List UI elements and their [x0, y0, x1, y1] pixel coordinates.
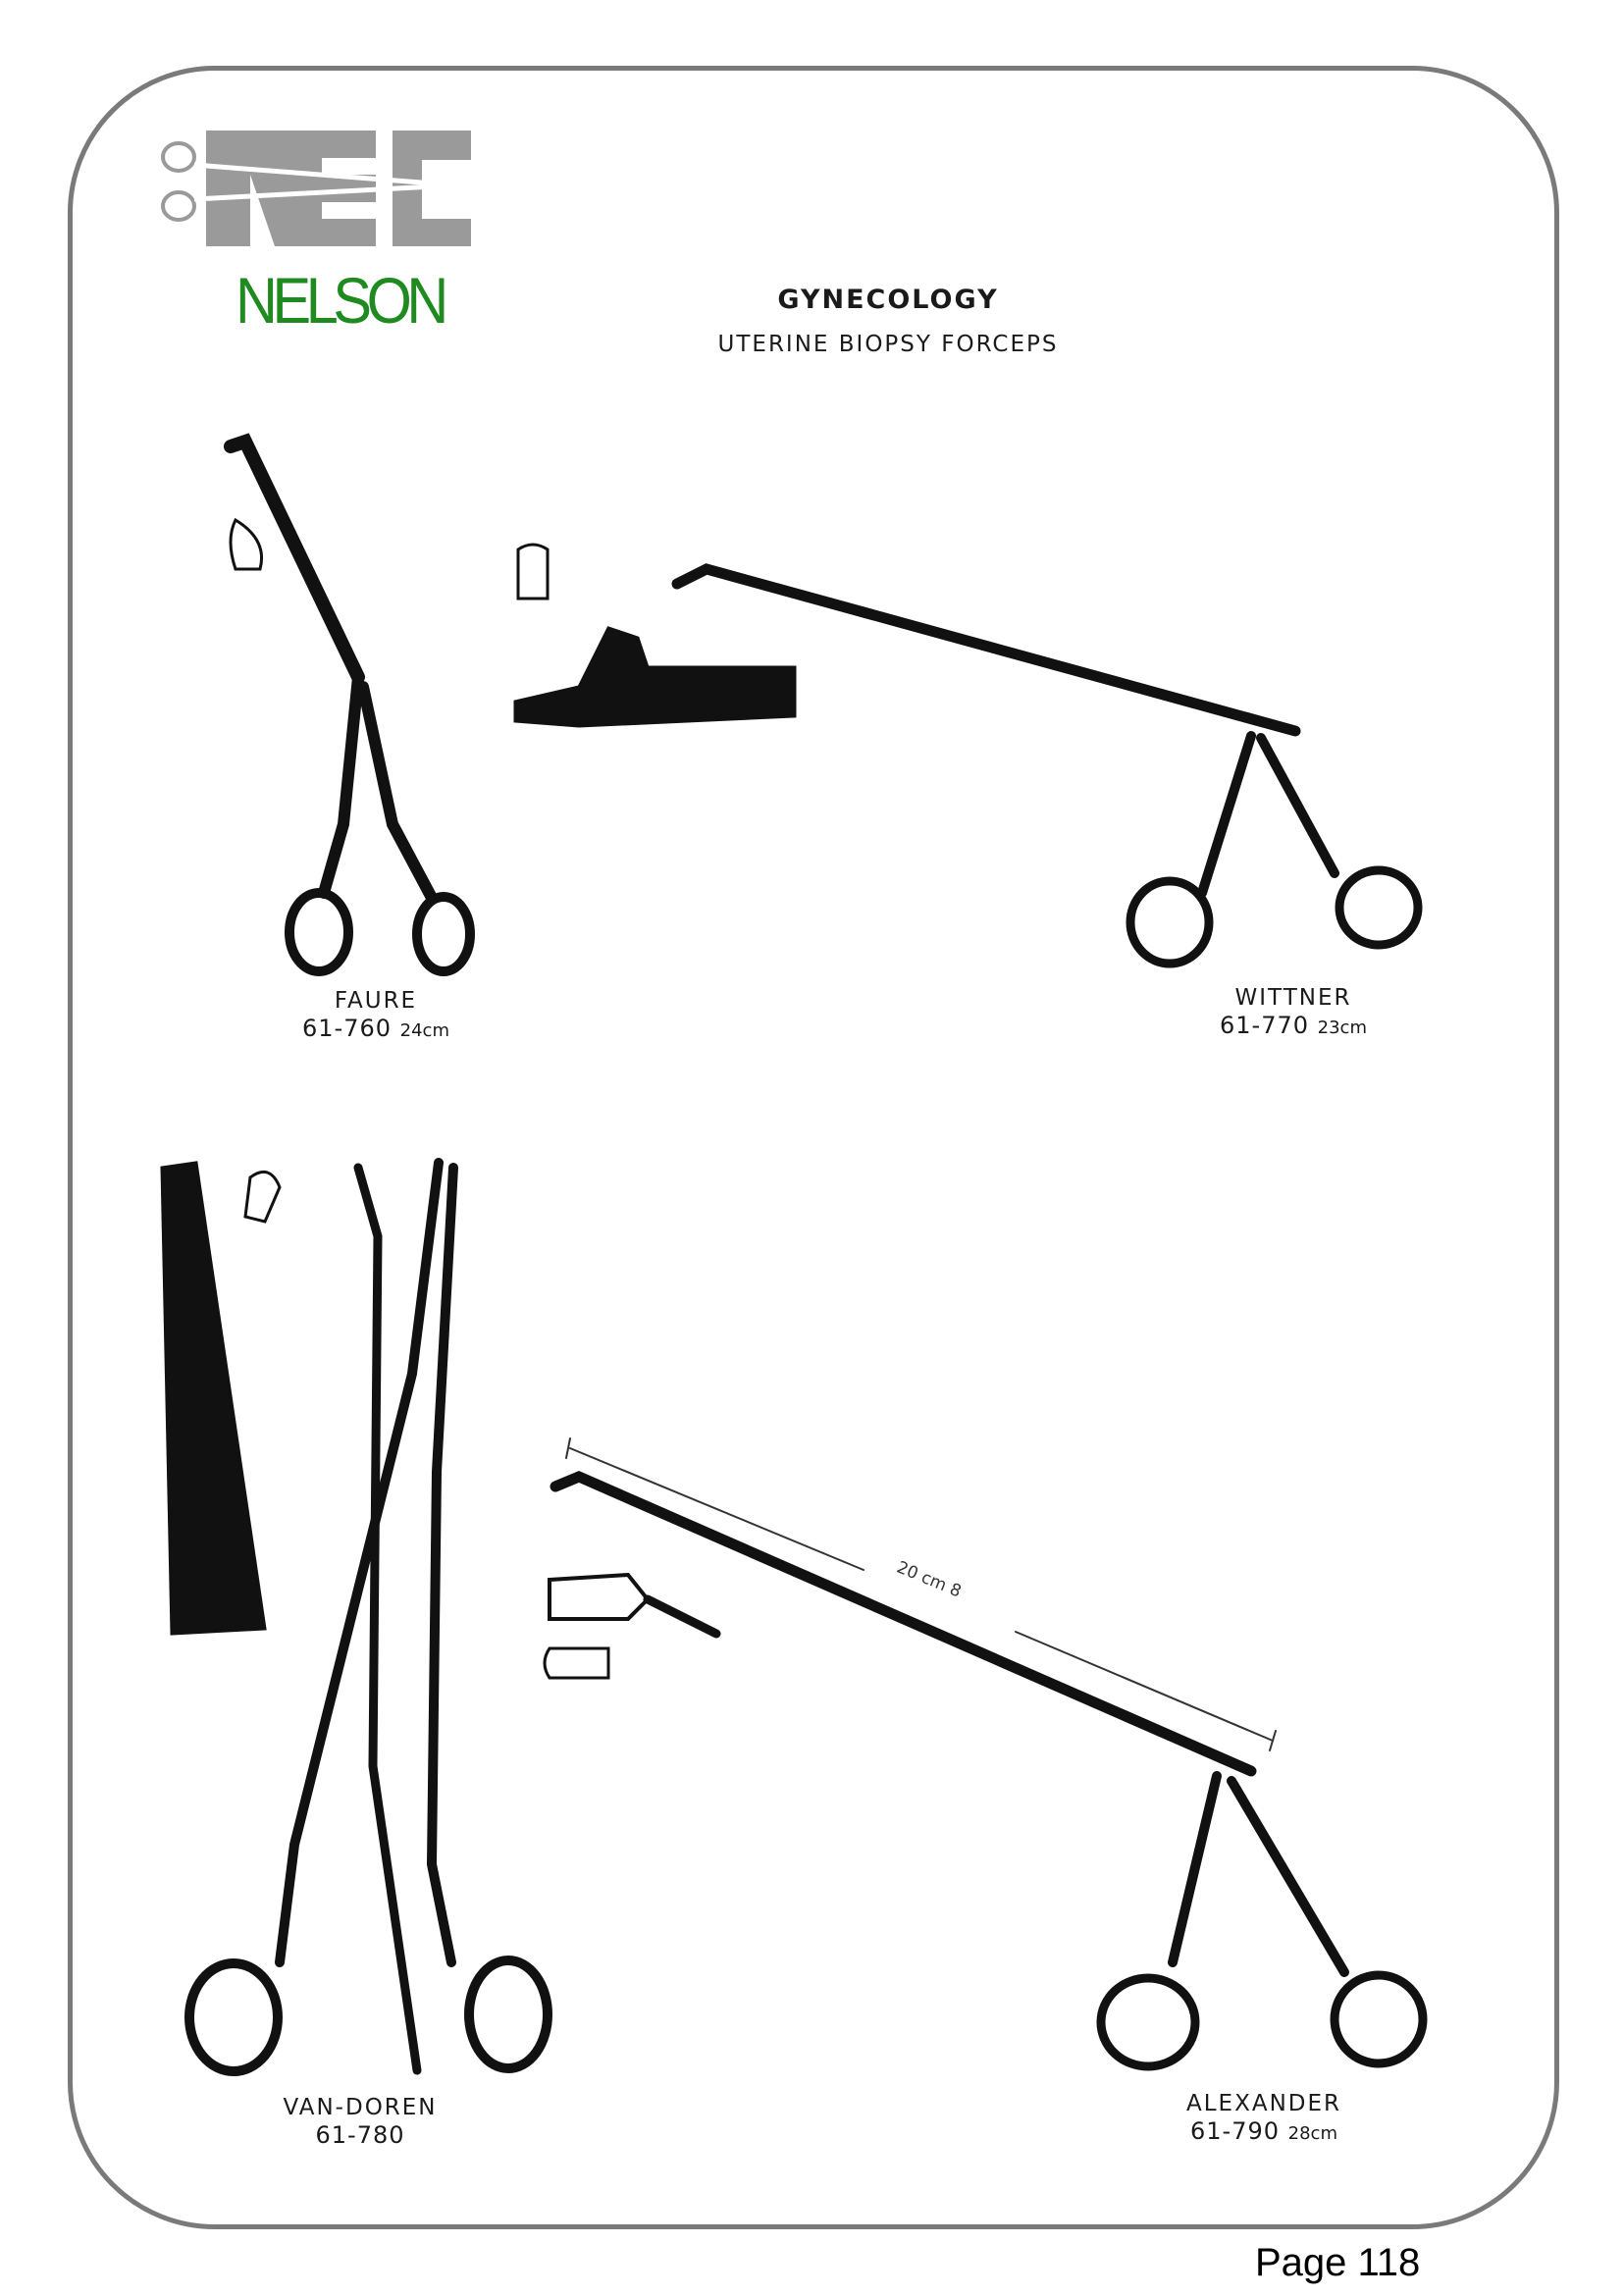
- instrument-label-wittner: WITTNER 61-770 23cm: [1220, 984, 1367, 1042]
- dimension-arrow: [565, 1437, 1277, 1751]
- instrument-code: 61-790: [1190, 2117, 1281, 2145]
- page-subtitle: UTERINE BIOPSY FORCEPS: [717, 332, 1059, 357]
- instrument-name: FAURE: [334, 988, 418, 1014]
- instrument-label-alexander: ALEXANDER 61-790 28cm: [1186, 2090, 1341, 2148]
- instrument-code: 61-770: [1220, 1012, 1310, 1039]
- instrument-name: ALEXANDER: [1186, 2091, 1341, 2116]
- brand-name: NELSON: [236, 264, 448, 337]
- instrument-label-faure: FAURE 61-760 24cm: [302, 987, 449, 1045]
- instrument-size: 23cm: [1317, 1018, 1367, 1038]
- page-number: Page 118: [1255, 2241, 1421, 2284]
- instrument-size: 28cm: [1287, 2123, 1337, 2144]
- instrument-code: 61-760: [302, 1015, 393, 1042]
- alexander-forceps-icon: [543, 1437, 1428, 2071]
- page-border: [68, 66, 1559, 2229]
- faure-forceps-icon: [224, 433, 797, 976]
- instrument-label-van-doren: VAN-DOREN 61-780: [283, 2094, 437, 2149]
- nsc-logo: [161, 130, 472, 246]
- van-doren-forceps-icon: [160, 1158, 552, 2076]
- instrument-code: 61-780: [315, 2121, 405, 2149]
- wittner-forceps-icon: [671, 563, 1423, 968]
- instrument-name: VAN-DOREN: [283, 2095, 438, 2120]
- page-title: GYNECOLOGY: [777, 285, 999, 315]
- instrument-name: WITTNER: [1234, 985, 1352, 1011]
- instrument-size: 24cm: [399, 1020, 449, 1041]
